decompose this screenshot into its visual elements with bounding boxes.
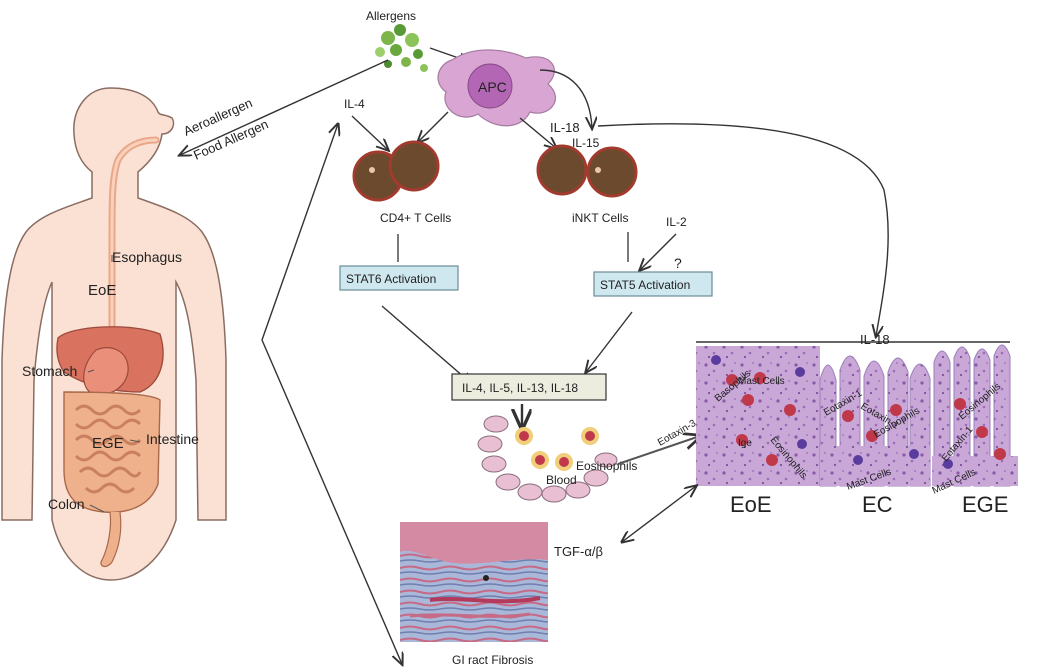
cd4-t-cells [352, 140, 440, 202]
label-fibrosis: GI ract Fibrosis [452, 653, 533, 667]
label-apc: APC [478, 79, 507, 95]
panel-eoe [696, 346, 820, 486]
cytokine-box [451, 373, 607, 401]
label-eoe-body: EoE [88, 282, 116, 299]
panel-ege [932, 344, 1018, 487]
panel-eoe-title: EoE [730, 492, 772, 517]
label-stat5: STAT5 Activation [600, 278, 690, 292]
human-body-figure: Esophagus EoE Stomach EGE Intestine Colo… [1, 87, 227, 581]
arrow-stat6-to-cytokines [381, 305, 472, 384]
label-tgf: TGF-α/β [554, 544, 603, 559]
arrow-il4-to-cd4 [351, 115, 388, 150]
label-stat6: STAT6 Activation [346, 272, 436, 286]
allergen-cluster [375, 24, 428, 72]
arrow-apc-to-cd4 [418, 111, 449, 142]
fibrosis-histology [400, 522, 548, 642]
panel-ec [819, 346, 931, 487]
label-il18-right: IL-18 [860, 332, 890, 347]
label-il4: IL-4 [344, 97, 365, 111]
inkt-cells [536, 144, 638, 198]
label-question: ? [674, 255, 682, 271]
arrow-tgf-to-eoe [622, 486, 696, 542]
label-colon: Colon [48, 496, 85, 512]
label-allergens: Allergens [366, 9, 416, 23]
panel-ege-title: EGE [962, 492, 1008, 517]
colon-frame [63, 391, 161, 513]
arrow-il2-to-stat5 [640, 233, 677, 270]
arrow-blood-to-panels [617, 436, 700, 465]
label-inkt-cells: iNKT Cells [572, 211, 628, 225]
label-il18: IL-18 [550, 120, 580, 135]
arrow-stat5-to-cytokines [586, 311, 633, 372]
arrow-apc-to-il18 [539, 69, 592, 128]
label-eoe-mast: Mast Cells [738, 376, 785, 387]
arrow-allergen-to-mouth [180, 59, 389, 155]
stat5-box [593, 271, 713, 297]
panel-ec-title: EC [862, 492, 893, 517]
stomach-organ [83, 347, 129, 396]
arrow-apc-to-inkt [519, 117, 556, 148]
label-eoe-ige: Ige [738, 438, 752, 449]
small-intestine-coils [74, 404, 142, 494]
arrow-il4-fibrosis-link [261, 124, 402, 664]
rectum [100, 511, 122, 568]
label-esophagus: Esophagus [112, 249, 182, 265]
label-intestine: Intestine [146, 431, 199, 447]
arrow-il18-to-panels [597, 123, 889, 336]
apc-nucleus [467, 63, 513, 109]
blood-vessel [477, 415, 618, 503]
label-cytokine-box: IL-4, IL-5, IL-13, IL-18 [462, 381, 578, 395]
label-blood: Blood [546, 473, 577, 487]
label-cd4-cells: CD4+ T Cells [380, 211, 451, 225]
label-il2: IL-2 [666, 215, 687, 229]
blood-eosinophils [515, 427, 599, 471]
label-il15: IL-15 [572, 136, 600, 150]
label-stomach: Stomach [22, 363, 77, 379]
label-ege-body: EGE [92, 435, 124, 452]
